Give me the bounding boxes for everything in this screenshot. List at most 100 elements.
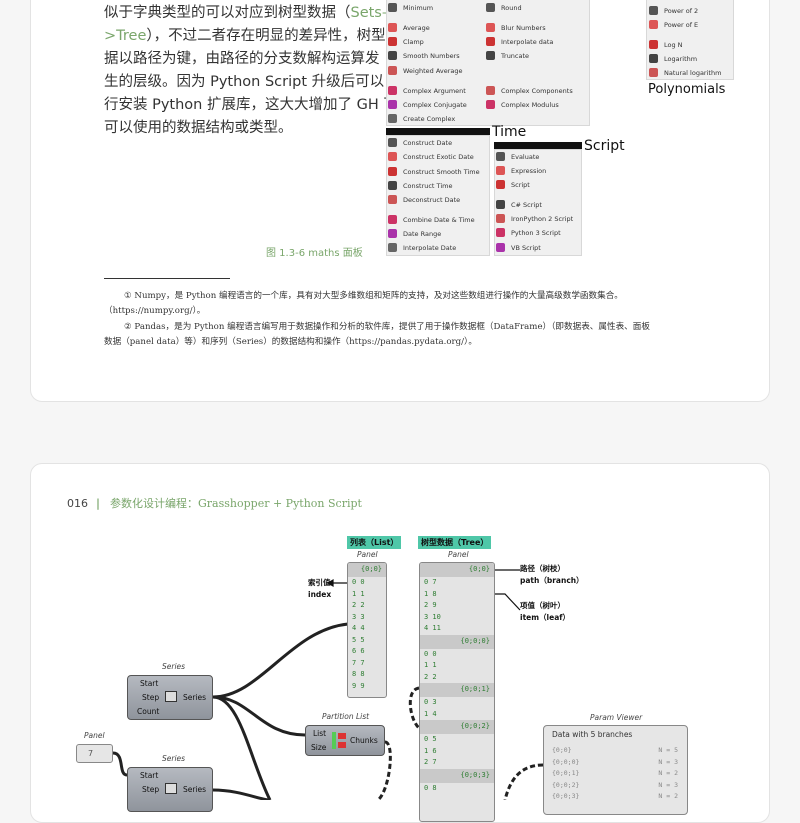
script-bar [494, 142, 582, 149]
menu-item[interactable]: Construct Smooth Time [388, 167, 480, 176]
branch-path: {0;0;2} [552, 780, 580, 789]
partition-list-component[interactable]: List Size Chunks [305, 725, 385, 756]
menu-item[interactable]: Expression [496, 166, 546, 175]
output-series[interactable]: Series [183, 785, 207, 794]
wire [212, 788, 271, 800]
menu-item[interactable]: VB Script [496, 243, 541, 252]
branch-count: N = 3 [658, 780, 678, 789]
param-viewer-row: {0;0;0}N = 3 [552, 758, 682, 766]
footnote-rule [104, 278, 230, 279]
figure-caption: 图 1.3-6 maths 面板 [266, 248, 363, 259]
list-panel-label: Panel [357, 550, 378, 559]
menu-item-icon [388, 23, 397, 32]
menu-item[interactable]: Interpolate data [486, 37, 553, 46]
menu-item[interactable]: Natural logarithm [649, 68, 721, 77]
input-start[interactable]: Start [140, 771, 159, 780]
menu-item[interactable]: Date Range [388, 229, 441, 238]
menu-item[interactable]: Python 3 Script [496, 228, 561, 237]
menu-item-icon [496, 228, 505, 237]
menu-item[interactable]: IronPython 2 Script [496, 214, 573, 223]
input-list[interactable]: List [313, 729, 327, 738]
menu-item-icon [496, 166, 505, 175]
panel-row: 9 9 [352, 681, 365, 690]
menu-item[interactable]: Combine Date & Time [388, 215, 475, 224]
menu-item-icon [388, 3, 397, 12]
page-number: 016 [67, 497, 88, 510]
param-viewer-row: {0;0;2} N = 3 [552, 781, 682, 789]
menu-item-icon [486, 3, 495, 12]
menu-item[interactable]: Construct Exotic Date [388, 152, 474, 161]
series-component[interactable]: Start Step Series Count [127, 675, 213, 720]
menu-item-label: Blur Numbers [501, 23, 546, 32]
input-count[interactable]: Count [137, 707, 160, 716]
menu-item[interactable]: Minimum [388, 3, 433, 12]
panel-row: 0 0 [424, 649, 437, 658]
menu-item-label: Date Range [403, 229, 442, 238]
menu-item[interactable]: Clamp [388, 37, 424, 46]
menu-item[interactable]: Truncate [486, 51, 529, 60]
menu-item[interactable]: Average [388, 23, 430, 32]
menu-item[interactable]: Complex Components [486, 86, 573, 95]
branch-count: N = 5 [658, 746, 678, 754]
script-title: Script [584, 138, 625, 154]
output-chunks[interactable]: Chunks [350, 736, 378, 745]
menu-item[interactable]: C# Script [496, 200, 542, 209]
menu-item[interactable]: Complex Argument [388, 86, 466, 95]
menu-item[interactable]: Deconstruct Date [388, 195, 460, 204]
paragraph-line: 行安装 Python 扩展库，这大大增加了 GH 下 [104, 97, 398, 113]
series-label: Series [162, 662, 186, 671]
menu-item[interactable]: Power of 2 [649, 6, 698, 15]
tree-tag: 树型数据（Tree） [418, 536, 492, 549]
path-annotation: 路径（树枝）path（branch） [520, 563, 584, 587]
menu-item-label: Construct Exotic Date [403, 152, 474, 161]
menu-item[interactable]: Weighted Average [388, 66, 463, 75]
input-start[interactable]: Start [140, 679, 159, 688]
menu-item[interactable]: Complex Modulus [486, 100, 559, 109]
menu-item-icon [388, 243, 397, 252]
menu-item-label: Power of E [664, 20, 699, 29]
menu-item[interactable]: Log N [649, 40, 683, 49]
menu-item[interactable]: Evaluate [496, 152, 539, 161]
panel-row: 2 9 [424, 601, 437, 609]
menu-item-label: Power of 2 [664, 6, 699, 15]
menu-item[interactable]: Create Complex [388, 114, 455, 123]
input-step[interactable]: Step [142, 693, 160, 702]
input-size[interactable]: Size [311, 743, 327, 752]
param-viewer[interactable]: Data with 5 branches {0;0}N = 5{0;0;0}N … [543, 725, 688, 815]
menu-item[interactable]: Script [496, 180, 530, 189]
input-step[interactable]: Step [142, 785, 160, 794]
value-panel[interactable]: 7 [76, 744, 113, 763]
partition-label: Partition List [322, 712, 370, 721]
running-header: 016|参数化设计编程：Grasshopper + Python Script [67, 495, 362, 511]
series-label: Series [162, 754, 186, 763]
menu-item[interactable]: Complex Conjugate [388, 100, 467, 109]
series-component-2[interactable]: Start Step Series [127, 767, 213, 812]
book-title: 参数化设计编程：Grasshopper + Python Script [110, 497, 362, 510]
menu-item[interactable]: Smooth Numbers [388, 51, 460, 60]
menu-item-label: Clamp [403, 37, 424, 46]
menu-item-label: Logarithm [664, 54, 698, 63]
menu-item-icon [486, 100, 495, 109]
panel-row: 4 11 [424, 624, 441, 632]
branch-path: {0;0;0} [420, 634, 494, 649]
panel-row: 7 7 [352, 658, 365, 667]
menu-item[interactable]: Construct Date [388, 138, 452, 147]
paragraph-line: 据以路径为键，由路径的分支数解构运算发 [104, 51, 380, 67]
polynomials-title: Polynomials [648, 82, 726, 97]
output-series[interactable]: Series [183, 693, 207, 702]
menu-item-label: Evaluate [511, 152, 540, 161]
menu-item[interactable]: Blur Numbers [486, 23, 546, 32]
menu-item[interactable]: Interpolate Date [388, 243, 456, 252]
menu-item-label: Script [511, 180, 530, 189]
series-icon [165, 691, 177, 702]
menu-item[interactable]: Construct Time [388, 181, 452, 190]
series-icon [165, 783, 177, 794]
param-viewer-title: Data with 5 branches [552, 730, 633, 739]
script-panel [494, 149, 582, 256]
menu-item[interactable]: Power of E [649, 20, 698, 29]
menu-item[interactable]: Logarithm [649, 54, 697, 63]
menu-item[interactable]: Round [486, 3, 522, 12]
menu-item-label: Construct Date [403, 138, 453, 147]
